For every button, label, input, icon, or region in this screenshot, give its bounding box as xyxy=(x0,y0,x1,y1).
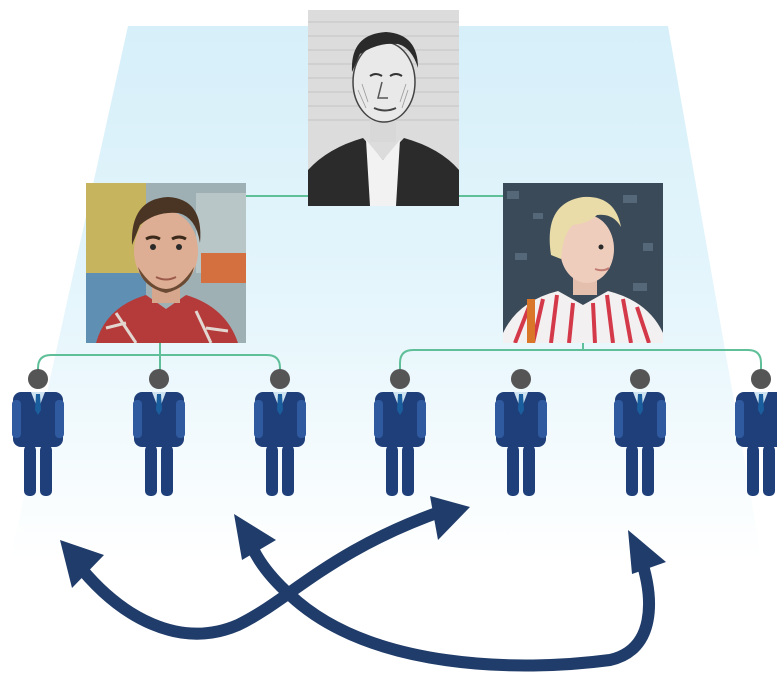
arrowhead xyxy=(430,496,470,540)
connector-group-right xyxy=(399,349,762,372)
connector-lines xyxy=(37,195,762,372)
arrowhead xyxy=(628,530,666,574)
person-icon xyxy=(133,369,185,496)
curved-arrow-icon xyxy=(238,522,655,672)
engraved-portrait-icon xyxy=(308,10,459,206)
cross-link-arrows xyxy=(60,496,666,672)
background-band xyxy=(10,26,762,560)
arrowhead xyxy=(60,540,104,588)
man-photo-icon xyxy=(86,183,246,343)
person-icon xyxy=(735,369,777,496)
person-icon xyxy=(495,369,547,496)
leader-portrait xyxy=(308,10,459,206)
woman-photo-icon xyxy=(503,183,663,343)
arrowhead xyxy=(234,514,276,560)
person-icon xyxy=(12,369,64,496)
manager-right-portrait xyxy=(503,183,663,343)
person-icon xyxy=(374,369,426,496)
curved-arrow-icon xyxy=(70,504,451,640)
person-icon xyxy=(614,369,666,496)
manager-left-portrait xyxy=(86,183,246,343)
person-icon xyxy=(254,369,306,496)
employee-icons xyxy=(12,369,777,496)
